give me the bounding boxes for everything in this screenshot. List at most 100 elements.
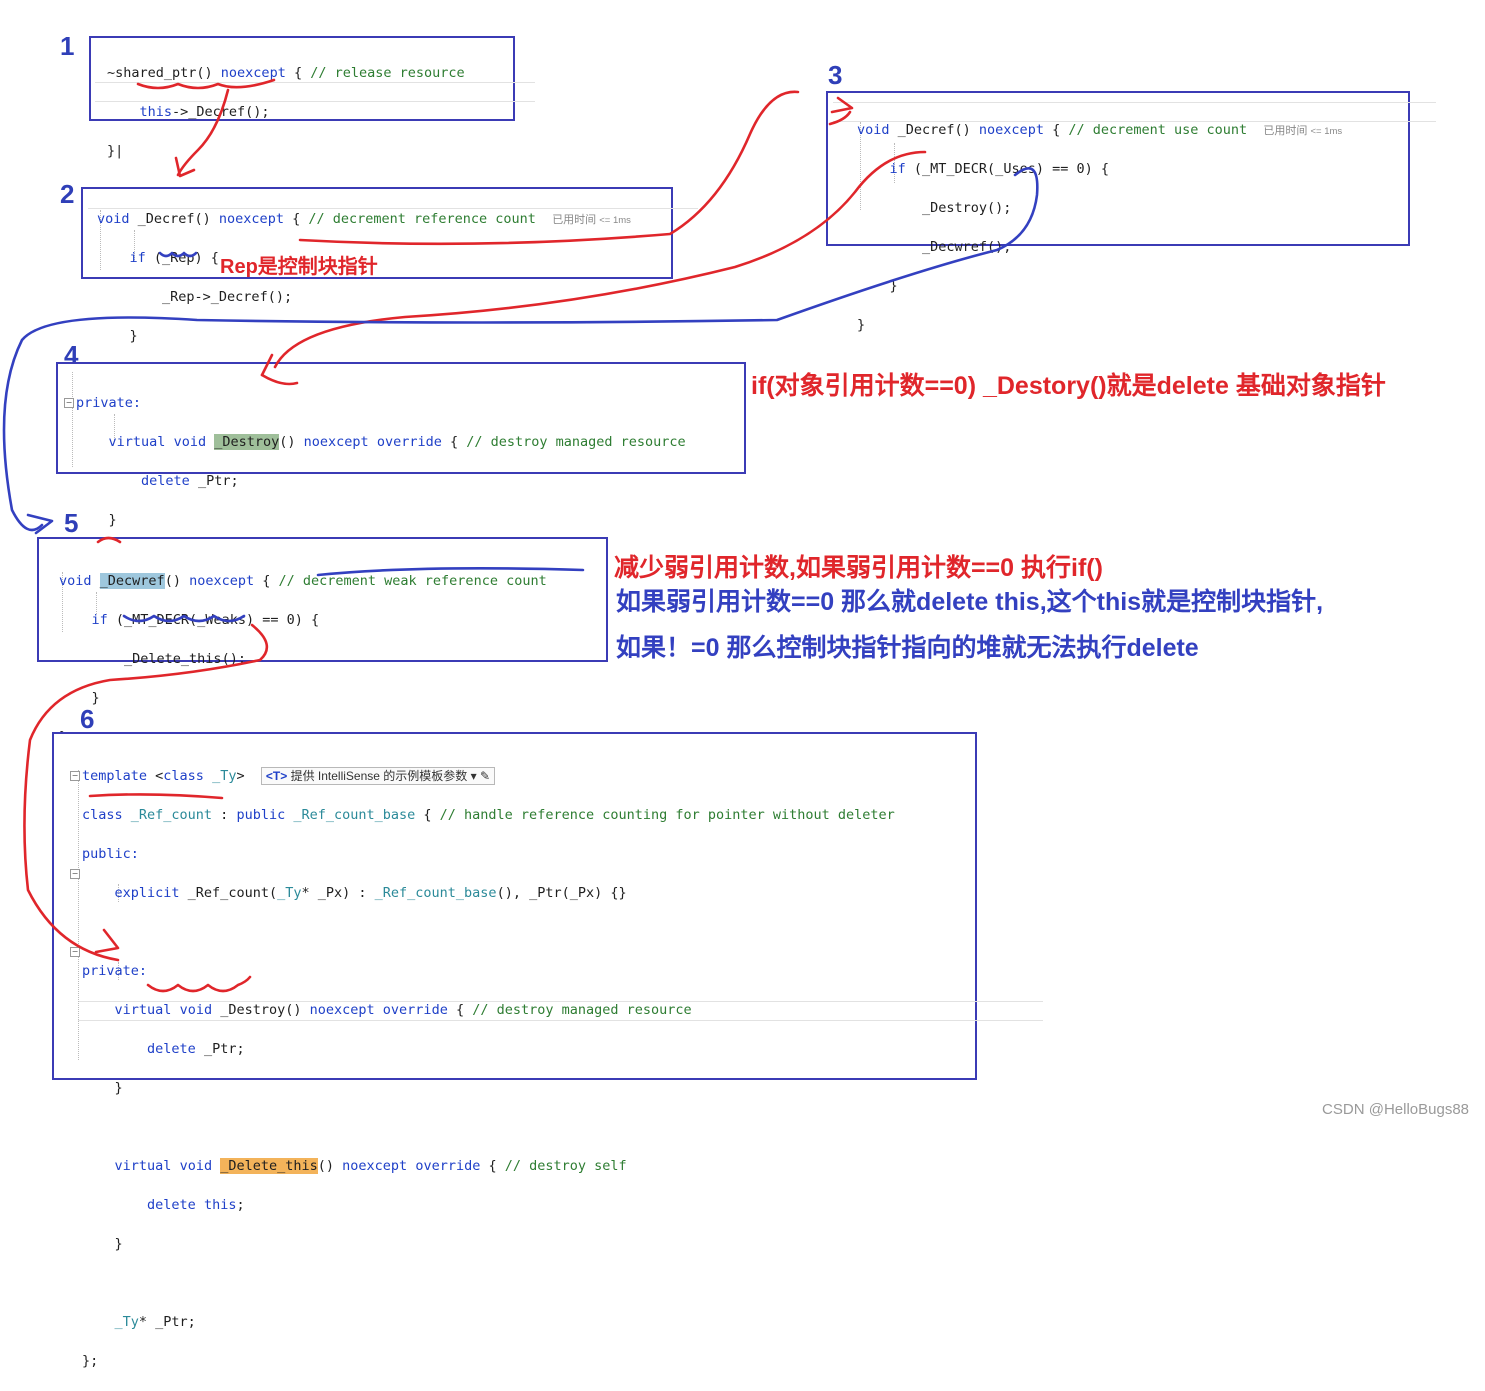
code-comment: // decrement reference count bbox=[308, 210, 536, 227]
annotation-weak-2: 如果弱引用计数==0 那么就delete this,这个this就是控制块指针, bbox=[616, 588, 1324, 616]
code-token: { bbox=[283, 210, 309, 227]
code-token: { bbox=[285, 64, 311, 81]
step-number-5: 5 bbox=[64, 508, 79, 538]
editor-line bbox=[78, 1020, 1043, 1021]
code-comment: // release resource bbox=[310, 64, 465, 81]
indent-guide bbox=[72, 372, 73, 467]
code-keyword: void bbox=[59, 572, 92, 589]
code-keyword: virtual bbox=[108, 433, 166, 450]
indent-guide bbox=[62, 572, 63, 632]
code-token: * _Ptr; bbox=[138, 1313, 196, 1330]
step-number-6: 6 bbox=[80, 704, 95, 734]
code-token: ->_Decref(); bbox=[172, 103, 270, 120]
indent-guide bbox=[96, 592, 97, 614]
code-keyword: override bbox=[376, 433, 442, 450]
code-token: } bbox=[889, 277, 898, 294]
code-token: < bbox=[147, 767, 164, 784]
code-token: _Ptr; bbox=[189, 472, 239, 489]
code-keyword: if bbox=[129, 249, 146, 266]
code-keyword: class bbox=[82, 806, 123, 823]
code-token: _Ptr; bbox=[195, 1040, 245, 1057]
editor-line bbox=[95, 82, 535, 83]
arrowhead bbox=[26, 513, 54, 535]
watermark: CSDN @HelloBugs88 bbox=[1322, 1101, 1469, 1118]
code-token: } bbox=[857, 316, 866, 333]
code-destructor: ~shared_ptr() noexcept { // release reso… bbox=[107, 64, 465, 159]
code-comment: // destroy managed resource bbox=[466, 433, 686, 450]
step-number-2: 2 bbox=[60, 179, 75, 209]
intellisense-template-badge[interactable]: <T> 提供 IntelliSense 的示例模板参数 ▾ ✎ bbox=[260, 766, 496, 785]
code-keyword: override bbox=[415, 1157, 481, 1174]
editor-line bbox=[78, 1001, 1043, 1002]
code-keyword: virtual bbox=[114, 1157, 172, 1174]
code-type: _Ty bbox=[277, 884, 302, 901]
code-keyword: void bbox=[173, 433, 207, 450]
code-token: ~shared_ptr() bbox=[107, 64, 221, 81]
code-keyword: noexcept bbox=[342, 1157, 408, 1174]
elapsed-time-hint: 已用时间 <= 1ms bbox=[1263, 124, 1343, 137]
code-keyword: private: bbox=[82, 962, 148, 979]
annotation-rep: Rep是控制块指针 bbox=[220, 256, 378, 278]
code-keyword: noexcept bbox=[189, 572, 255, 589]
code-token: _Destroy(); bbox=[922, 199, 1012, 216]
code-keyword: noexcept bbox=[303, 433, 369, 450]
code-token: * _Px) : bbox=[301, 884, 375, 901]
code-token: } bbox=[108, 511, 117, 528]
code-keyword: virtual bbox=[114, 1001, 172, 1018]
code-comment: // decrement use count bbox=[1068, 121, 1248, 138]
fold-toggle[interactable]: − bbox=[70, 869, 80, 879]
code-keyword: noexcept bbox=[978, 121, 1044, 138]
code-keyword: class bbox=[163, 767, 204, 784]
code-token: _Rep->_Decref(); bbox=[162, 288, 293, 305]
code-token: _Destroy() bbox=[212, 1001, 310, 1018]
code-keyword: delete bbox=[147, 1196, 196, 1213]
code-control-block-decref: void _Decref() noexcept { // decrement u… bbox=[857, 101, 1342, 355]
code-keyword: template bbox=[82, 767, 148, 784]
code-keyword: void bbox=[179, 1157, 213, 1174]
code-token: > bbox=[236, 767, 245, 784]
code-keyword: delete bbox=[147, 1040, 196, 1057]
code-comment: // handle reference counting for pointer… bbox=[439, 806, 895, 823]
code-keyword: public: bbox=[82, 845, 139, 862]
fold-toggle[interactable]: − bbox=[70, 947, 80, 957]
code-token: () bbox=[279, 433, 304, 450]
editor-line bbox=[833, 102, 1436, 103]
indent-guide bbox=[78, 770, 79, 1060]
indent-guide bbox=[118, 962, 119, 980]
code-highlight: _Destroy bbox=[214, 433, 280, 450]
code-keyword: private: bbox=[76, 394, 142, 411]
code-token: _Decref() bbox=[889, 121, 979, 138]
code-keyword: void bbox=[97, 210, 130, 227]
code-highlight: _Delete_this bbox=[220, 1157, 318, 1174]
code-token: } bbox=[114, 1079, 123, 1096]
code-ref-count-class: template <class _Ty> <T> 提供 IntelliSense… bbox=[82, 747, 895, 1391]
code-token: { bbox=[254, 572, 279, 589]
fold-toggle[interactable]: − bbox=[64, 398, 74, 408]
code-destroy: private: virtual void _Destroy() noexcep… bbox=[76, 374, 686, 550]
step-number-3: 3 bbox=[828, 60, 843, 90]
code-keyword: explicit bbox=[114, 884, 180, 901]
fold-toggle[interactable]: − bbox=[70, 771, 80, 781]
code-token: { bbox=[441, 433, 467, 450]
code-keyword: public bbox=[236, 806, 286, 823]
code-keyword: this bbox=[139, 103, 173, 120]
code-token: _Decwref(); bbox=[922, 238, 1012, 255]
code-comment: // destroy managed resource bbox=[472, 1001, 692, 1018]
code-token: { bbox=[447, 1001, 473, 1018]
code-type: _Ty bbox=[203, 767, 237, 784]
code-type: _Ty bbox=[114, 1313, 139, 1330]
code-token: _Delete_this(); bbox=[124, 650, 246, 667]
code-highlight: _Decwref bbox=[99, 572, 165, 589]
code-keyword: if bbox=[91, 611, 108, 628]
code-token: } bbox=[107, 142, 116, 159]
code-token: { bbox=[480, 1157, 505, 1174]
code-keyword: this bbox=[203, 1196, 237, 1213]
code-keyword: noexcept bbox=[309, 1001, 375, 1018]
code-token: (_MT_DECR(_Uses) == 0) { bbox=[905, 160, 1109, 177]
code-keyword: noexcept bbox=[218, 210, 284, 227]
code-token: } bbox=[129, 327, 138, 344]
code-type: _Ref_count bbox=[122, 806, 213, 823]
annotation-weak-1: 减少弱引用计数,如果弱引用计数==0 执行if() bbox=[614, 554, 1103, 582]
code-keyword: override bbox=[382, 1001, 448, 1018]
code-keyword: void bbox=[857, 121, 890, 138]
